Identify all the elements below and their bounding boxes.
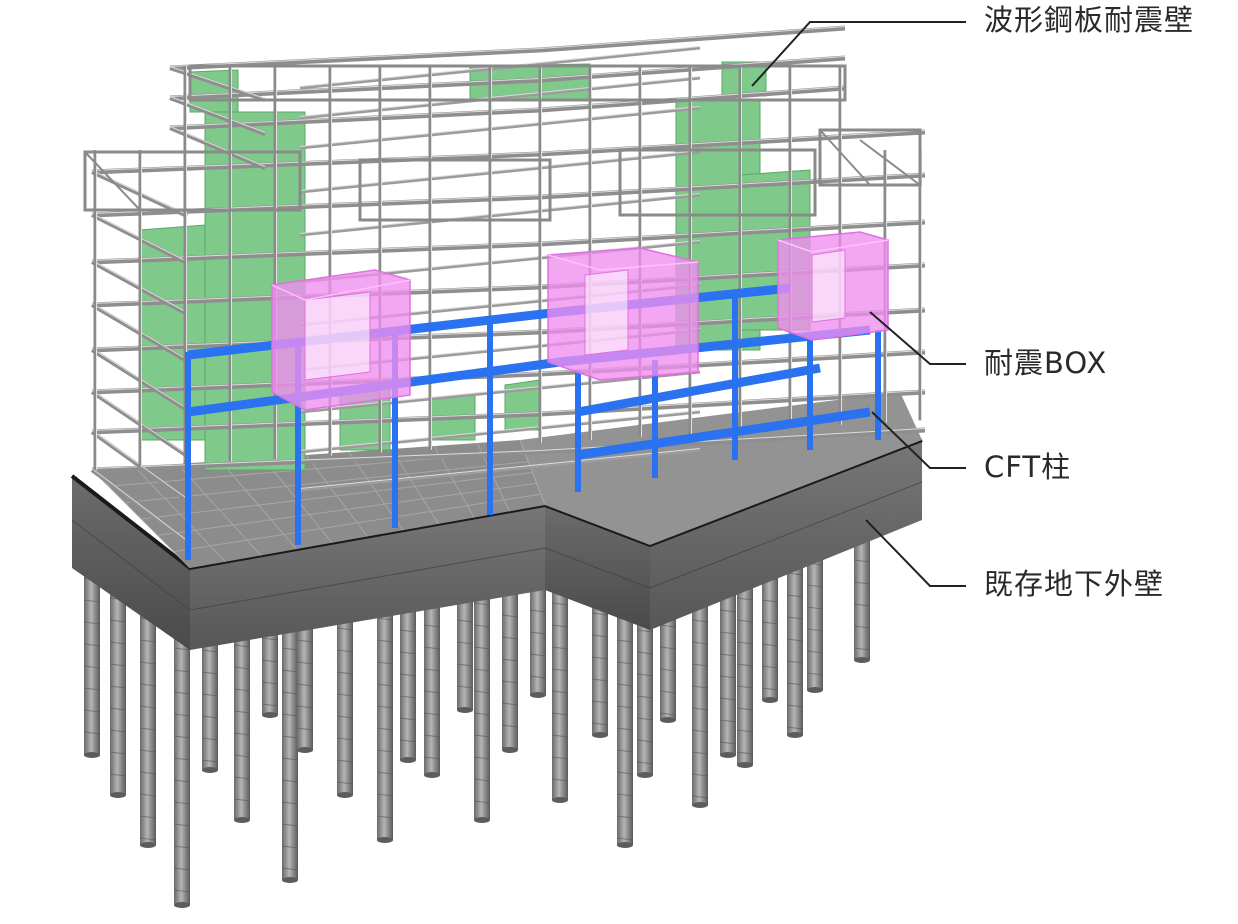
- pile: [376, 600, 394, 843]
- pile: [806, 545, 824, 693]
- pile: [473, 585, 491, 823]
- pile: [591, 595, 609, 738]
- pile: [423, 585, 441, 778]
- pile: [529, 570, 547, 698]
- pile: [139, 600, 157, 848]
- leader-seismic-box: [869, 311, 966, 365]
- blue-girder: [577, 407, 871, 460]
- leader-basement-wall: [865, 519, 966, 587]
- callout-leaders: [751, 21, 966, 587]
- pile: [786, 555, 804, 738]
- pile: [281, 630, 299, 883]
- pile: [83, 560, 101, 758]
- pile: [636, 590, 654, 778]
- ground-slab: [91, 392, 922, 569]
- pile: [173, 630, 191, 908]
- pile: [501, 575, 519, 753]
- callout-label-seismic-box: 耐震BOX: [984, 346, 1108, 380]
- callout-label-corrugated-wall: 波形鋼板耐震壁: [984, 3, 1195, 37]
- pile: [551, 585, 569, 803]
- callout-label-basement-wall: 既存地下外壁: [984, 567, 1165, 601]
- pile: [456, 580, 474, 713]
- pile: [616, 600, 634, 848]
- existing-basement-wall: [70, 438, 923, 650]
- pile: [691, 580, 709, 808]
- pile: [109, 580, 127, 798]
- pile: [336, 610, 354, 798]
- callout-label-cft-column: CFT柱: [984, 450, 1072, 484]
- seismic-box: [271, 231, 889, 411]
- pile: [261, 620, 279, 718]
- leader-corrugated-wall: [751, 21, 966, 87]
- pile: [853, 520, 871, 663]
- pile: [719, 570, 737, 758]
- blue-girder: [577, 363, 821, 417]
- pile: [761, 560, 779, 703]
- pile: [736, 580, 754, 768]
- pile: [201, 610, 219, 773]
- pile: [399, 590, 417, 763]
- leader-cft-column: [871, 411, 966, 469]
